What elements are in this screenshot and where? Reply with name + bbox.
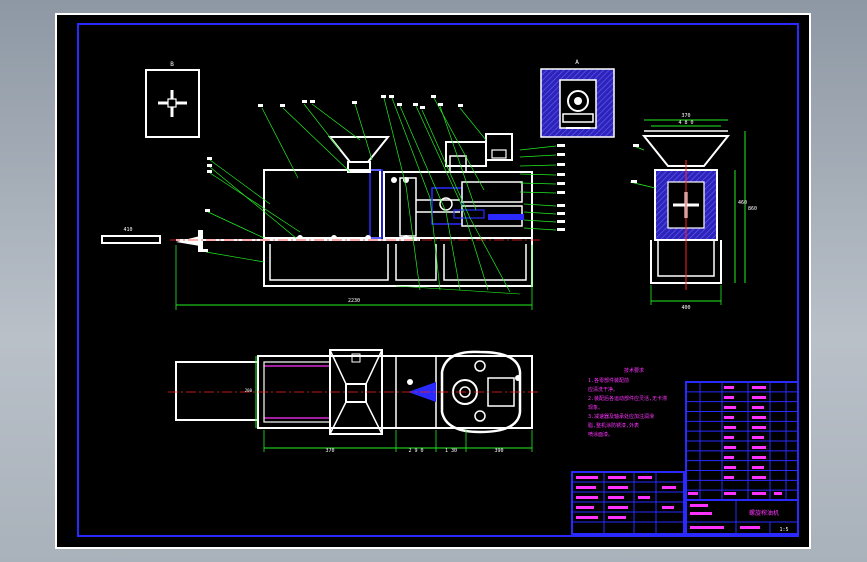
tech-note: 现象。 [588,404,603,411]
tech-note: 3.减速器及轴承处应加注润滑 [588,413,654,420]
drawing-sheet [55,13,811,549]
tech-note-title: 技术要求 [624,367,644,374]
plan-dim-4: 390 [494,448,503,454]
leader-lines [205,97,557,293]
plan-view: 370 2 9 0 1 30 390 200 [168,349,540,454]
plan-height-dim: 200 [245,388,253,393]
drawing-name: 螺旋榨油机 [749,509,779,517]
tech-note: 喷涂面漆。 [588,431,613,438]
plan-dim-2: 2 9 0 [408,448,423,454]
tech-note: 1.各零部件装配前 [588,377,629,384]
tech-note: 应清洗干净。 [588,386,618,393]
side-height-total-dim: 860 [748,206,757,212]
tech-notes: 技术要求 1.各零部件装配前 应清洗干净。 2.装配后各运动部件应灵活,无卡滞 … [588,367,667,438]
drawing-frame [77,23,799,537]
side-height-dim: 460 [738,200,747,206]
main-length-dim: 2230 [348,298,360,304]
title-block: 螺旋榨油机 1:5 [571,471,799,535]
scale-value: 1:5 [779,527,788,533]
plan-dim-3: 1 30 [445,448,457,454]
side-top-dim: 4 8 0 [678,120,693,126]
side-base-dim: 400 [681,305,690,311]
tech-note: 2.装配后各运动部件应灵活,无卡滞 [588,395,667,402]
side-width-dim: 370 [681,113,690,119]
feed-tray-dim: 410 [123,227,132,233]
side-view: 370 4 8 0 460 860 400 [629,113,757,311]
detail-view-a-tag: A [575,59,579,66]
part-number-ticks [203,95,639,252]
tech-note: 脂,整机涂防锈漆,外表 [588,422,639,429]
section-view-b: B [145,61,200,138]
plan-dim-1: 370 [325,448,334,454]
section-view-b-tag: B [170,61,174,68]
detail-view-a: A [540,59,615,138]
front-view: 410 [101,133,540,310]
parts-list [685,381,799,501]
